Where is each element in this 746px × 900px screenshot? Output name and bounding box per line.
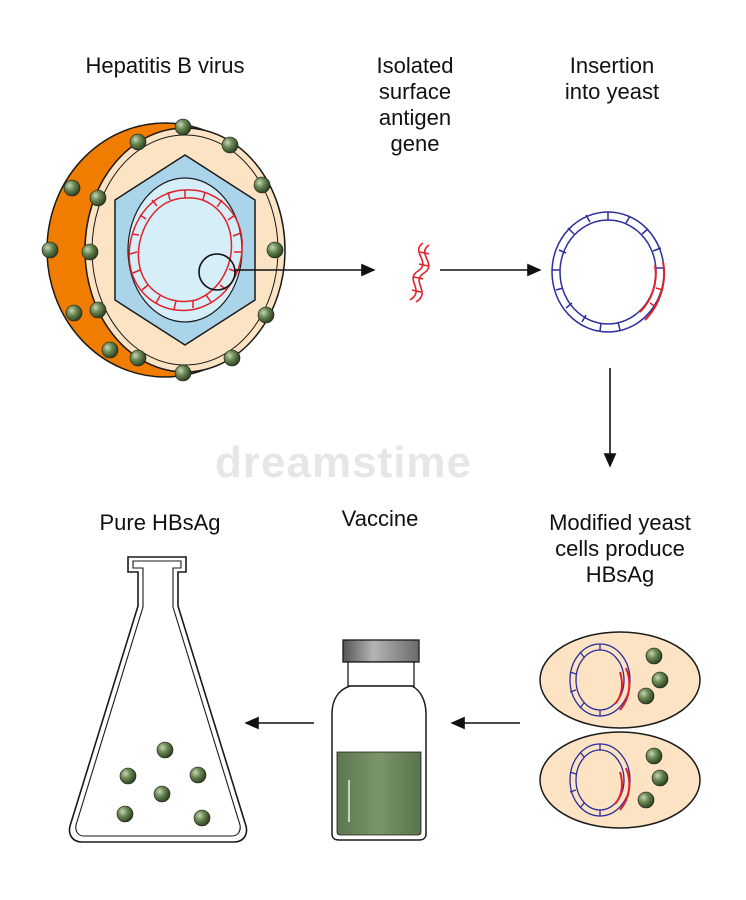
vaccine-vial <box>331 639 427 841</box>
hepatitis-b-virus <box>41 118 286 382</box>
isolated-gene-fragment <box>409 242 430 303</box>
yeast-plasmid <box>551 211 666 333</box>
magnifier-circle <box>198 253 236 291</box>
purified-antigen-particles <box>116 741 211 827</box>
virus-core <box>127 177 243 323</box>
modified-yeast-cell-1 <box>539 631 701 729</box>
label-pure-hbsag: Pure HBsAg <box>99 510 221 535</box>
virus-dna-helix <box>128 189 243 312</box>
watermark: dreamstime <box>215 438 473 487</box>
surface-antigen-spheres <box>41 118 284 382</box>
label-insertion-into-yeast: Insertion into yeast <box>564 53 660 104</box>
modified-yeast-cell-2 <box>539 731 701 829</box>
label-vaccine: Vaccine <box>341 506 419 531</box>
vial-liquid <box>336 751 422 836</box>
label-isolated-gene: Isolated surface antigen gene <box>376 53 454 156</box>
label-modified-yeast: Modified yeast cells produce HBsAg <box>549 510 691 587</box>
label-hepatitis-b-virus: Hepatitis B virus <box>85 53 245 78</box>
vial-cap <box>342 639 420 663</box>
